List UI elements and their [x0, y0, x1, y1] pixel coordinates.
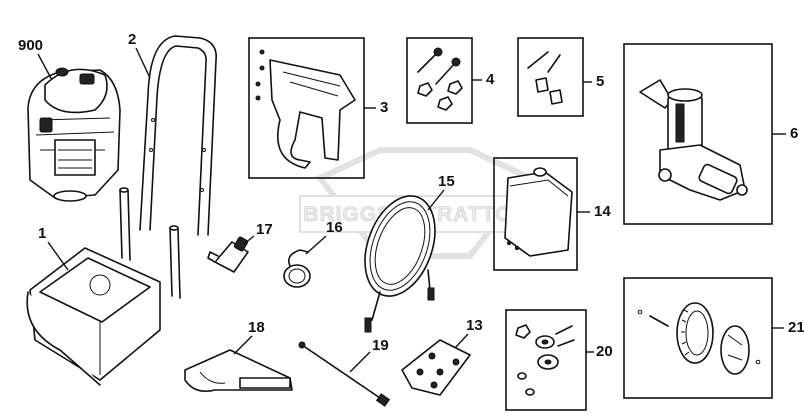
callout-5: 5	[596, 73, 604, 90]
bolt-kit-part[interactable]	[417, 47, 463, 111]
callout-2: 2	[128, 31, 136, 48]
callout-3: 3	[380, 99, 388, 116]
pump-part[interactable]	[639, 79, 748, 201]
hardware-kit-part[interactable]	[515, 324, 575, 396]
holder-part[interactable]	[504, 167, 573, 257]
pin-kit-box	[517, 37, 584, 117]
callout-19: 19	[372, 337, 389, 354]
hardware-kit-box	[505, 309, 587, 411]
callout-4: 4	[486, 71, 495, 88]
wheel-kit-part[interactable]	[637, 302, 761, 375]
spray-gun-part[interactable]	[184, 349, 293, 393]
callout-18: 18	[248, 319, 265, 336]
pin-kit-part[interactable]	[527, 51, 563, 105]
callout-900: 900	[18, 37, 43, 54]
engine-part[interactable]	[27, 67, 121, 202]
holder-box	[493, 157, 578, 271]
callout-14: 14	[594, 203, 611, 220]
bracket-part[interactable]	[401, 339, 471, 396]
callout-6: 6	[790, 125, 798, 142]
cap-part[interactable]	[283, 249, 311, 288]
hose-part[interactable]	[352, 186, 448, 333]
callout-20: 20	[596, 343, 613, 360]
callout-13: 13	[466, 317, 483, 334]
frame-part[interactable]	[26, 187, 181, 386]
callout-15: 15	[438, 173, 455, 190]
callout-17: 17	[256, 221, 273, 238]
nozzle-part[interactable]	[207, 236, 249, 273]
handle-part[interactable]	[139, 35, 217, 236]
bracket-kit-part[interactable]	[255, 49, 356, 169]
callout-16: 16	[326, 219, 343, 236]
wand-part[interactable]	[298, 341, 391, 407]
callout-1: 1	[38, 225, 46, 242]
callout-21: 21	[788, 319, 804, 336]
wheel-kit-box	[623, 277, 773, 399]
